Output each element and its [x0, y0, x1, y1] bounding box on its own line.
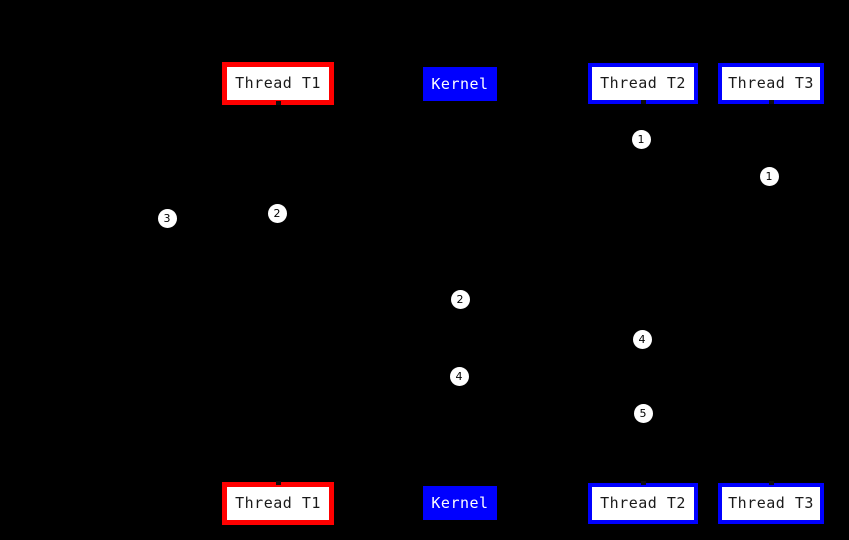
step-badge-number: 4 — [638, 332, 646, 346]
participant-box-bottom-kernel[interactable]: Kernel — [423, 486, 497, 520]
lifeline-notch-t3-bottom — [769, 481, 774, 485]
step-badge-number: 2 — [273, 206, 281, 220]
message-arrow-3 — [167, 218, 278, 219]
step-badge: 4 — [449, 366, 469, 386]
participant-label-kernel-bottom: Kernel — [431, 493, 489, 512]
step-badge: 2 — [267, 203, 287, 223]
participant-box-top-t2[interactable]: Thread T2 — [588, 63, 698, 104]
message-arrow-5 — [460, 376, 643, 377]
lifeline-t3 — [771, 103, 772, 483]
participant-label-kernel-top: Kernel — [431, 74, 489, 93]
step-badge: 5 — [633, 403, 653, 423]
step-badge-number: 5 — [639, 406, 647, 420]
participant-box-top-t1[interactable]: Thread T1 — [222, 62, 334, 105]
participant-label-t2-top: Thread T2 — [600, 74, 686, 92]
lifeline-t1 — [278, 104, 279, 482]
participant-label-t1-top: Thread T1 — [235, 74, 321, 92]
step-badge-number: 1 — [765, 169, 773, 183]
step-badge-number: 1 — [637, 132, 645, 146]
step-badge-number: 2 — [456, 292, 464, 306]
step-badge: 1 — [631, 129, 651, 149]
lifeline-notch-t1-top — [276, 101, 281, 105]
participant-label-t1-bottom: Thread T1 — [235, 494, 321, 512]
step-badge: 4 — [632, 329, 652, 349]
participant-box-top-kernel[interactable]: Kernel — [423, 67, 497, 101]
message-arrow-2 — [278, 213, 460, 214]
participant-box-top-t3[interactable]: Thread T3 — [718, 63, 824, 104]
step-badge: 3 — [157, 208, 177, 228]
message-arrow-6 — [643, 413, 771, 414]
lifeline-notch-t3-top — [769, 100, 774, 104]
message-arrow-1 — [643, 139, 771, 140]
participant-label-t2-bottom: Thread T2 — [600, 494, 686, 512]
lifeline-notch-t2-top — [641, 100, 646, 104]
participant-box-bottom-t1[interactable]: Thread T1 — [222, 482, 334, 525]
step-badge: 2 — [450, 289, 470, 309]
participant-label-t3-bottom: Thread T3 — [728, 494, 814, 512]
lifeline-t2 — [643, 103, 644, 483]
step-badge: 1 — [759, 166, 779, 186]
step-badge-number: 3 — [163, 211, 171, 225]
lifeline-notch-t2-bottom — [641, 481, 646, 485]
participant-box-bottom-t2[interactable]: Thread T2 — [588, 483, 698, 524]
lifeline-notch-t1-bottom — [276, 481, 281, 485]
participant-label-t3-top: Thread T3 — [728, 74, 814, 92]
step-badge-number: 4 — [455, 369, 463, 383]
participant-box-bottom-t3[interactable]: Thread T3 — [718, 483, 824, 524]
message-arrow-4 — [460, 299, 643, 300]
